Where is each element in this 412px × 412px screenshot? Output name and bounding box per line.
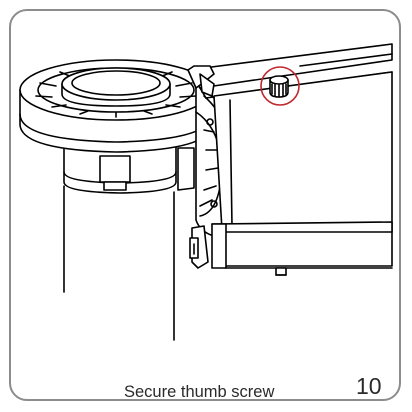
collar [63, 139, 195, 194]
caption: Secure thumb screw [124, 383, 275, 401]
bottom-bar [211, 221, 393, 276]
hub-ring [19, 59, 213, 153]
highlight-circle-icon [260, 66, 300, 106]
thumb-screw [269, 75, 289, 98]
housing-body [213, 71, 393, 267]
side-clip [189, 225, 209, 269]
pole [63, 185, 175, 341]
page-number: 10 [356, 373, 382, 399]
